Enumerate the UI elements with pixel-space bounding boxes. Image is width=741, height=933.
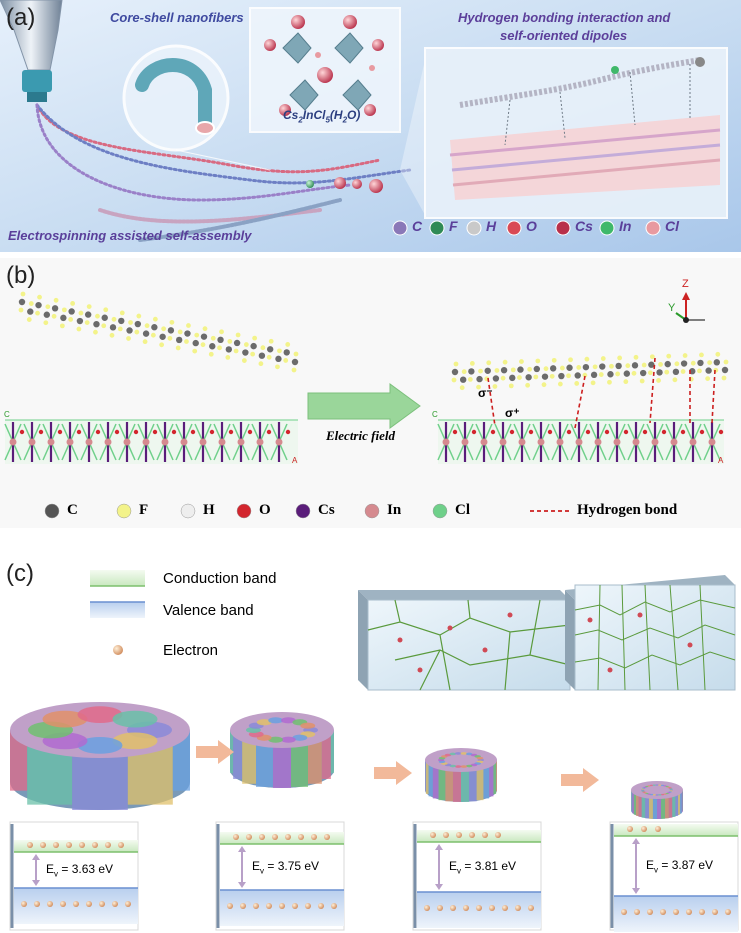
legend-vb-label: Valence band bbox=[163, 602, 254, 619]
crystal-formula: Cs2InCl5(H2O) bbox=[283, 108, 361, 125]
legend-b-label-h: H bbox=[203, 502, 215, 518]
slab-left-corner-c: C bbox=[4, 410, 10, 419]
band-diagram-2 bbox=[215, 821, 345, 931]
legend-a-label-in: In bbox=[619, 218, 632, 234]
gap-label-1: Ev = 3.63 eV bbox=[46, 862, 114, 879]
panel-c: (c) Conduction band Valence band Electro… bbox=[0, 540, 741, 933]
band-diagram-1 bbox=[9, 821, 139, 931]
legend-electron-icon bbox=[113, 645, 123, 655]
slab-right-corner-a: A bbox=[718, 456, 724, 465]
transition-arrow bbox=[561, 768, 599, 792]
legend-b-ball-in bbox=[364, 503, 380, 519]
legend-a-label-f: F bbox=[449, 218, 458, 234]
legend-b-label-f: F bbox=[139, 502, 149, 518]
polymer-chain-a bbox=[459, 57, 705, 108]
legend-b-ball-h bbox=[180, 503, 196, 519]
hydrogen-bond-lines bbox=[487, 357, 716, 429]
sigma-minus-label: σ⁻ bbox=[478, 386, 493, 400]
grain-cylinder bbox=[10, 702, 190, 810]
hbond-title-line2: self-oriented dipoles bbox=[500, 28, 628, 43]
legend-a-label-o: O bbox=[526, 218, 537, 234]
polymer-chain-right bbox=[451, 351, 729, 391]
perovskite-slab bbox=[449, 115, 721, 200]
spinneret-tip bbox=[22, 70, 52, 92]
grain-cylinders bbox=[10, 702, 683, 819]
electric-field-label: Electric field bbox=[326, 428, 395, 443]
legend-a-ball-cs bbox=[555, 220, 571, 236]
panel-a-label: (a) bbox=[6, 4, 36, 31]
legend-vb-swatch bbox=[90, 602, 145, 618]
grain-cylinder bbox=[631, 781, 683, 819]
polymer-chain-left bbox=[18, 291, 299, 373]
legend-b-ball-cl bbox=[432, 503, 448, 519]
core-shell-title: Core-shell nanofibers bbox=[110, 10, 244, 25]
band-diagrams bbox=[9, 821, 739, 932]
legend-cb-label: Conduction band bbox=[163, 570, 277, 587]
legend-a-label-cs: Cs bbox=[575, 218, 593, 234]
grain-plate-fine bbox=[565, 575, 736, 691]
electrospinning-caption: Electrospinning assisted self-assembly bbox=[8, 228, 252, 243]
legend-b-ball-c bbox=[44, 503, 60, 519]
legend-a-label-c: C bbox=[412, 218, 423, 234]
panel-a-illustration bbox=[0, 0, 741, 252]
band-diagram-3 bbox=[412, 821, 542, 931]
crystal-octahedra bbox=[264, 15, 384, 116]
legend-a-ball-o bbox=[506, 220, 522, 236]
legend-b-label-o: O bbox=[259, 502, 271, 518]
panel-b-legend-balls bbox=[44, 503, 448, 519]
legend-electron-label: Electron bbox=[163, 642, 219, 659]
legend-b-label-cs: Cs bbox=[318, 502, 335, 518]
legend-cb-swatch bbox=[90, 570, 145, 586]
gap-label-4: Ev = 3.87 eV bbox=[646, 858, 714, 875]
legend-b-label-in: In bbox=[387, 502, 402, 518]
slab-left-corner-a: A bbox=[292, 456, 298, 465]
grain-cylinder bbox=[230, 712, 334, 788]
electric-field-arrow bbox=[307, 383, 421, 429]
panel-b-label: (b) bbox=[6, 262, 36, 289]
legend-a-label-h: H bbox=[486, 218, 497, 234]
sigma-plus-label: σ⁺ bbox=[505, 406, 520, 420]
spinneret-needle-body bbox=[0, 0, 63, 71]
panel-a-legend-balls bbox=[392, 220, 661, 236]
legend-a-label-cl: Cl bbox=[665, 218, 679, 234]
legend-b-ball-cs bbox=[295, 503, 311, 519]
slab-right-corner-c: C bbox=[432, 410, 438, 419]
axis-triad bbox=[675, 292, 705, 323]
grain-plate-coarse bbox=[358, 590, 571, 691]
legend-b-ball-o bbox=[236, 503, 252, 519]
perovskite-slab-right bbox=[437, 419, 724, 464]
fiber-jets bbox=[35, 103, 412, 242]
panel-b: (b) Z Y Electric field σ⁻ σ⁺ C A C A C F H… bbox=[0, 258, 741, 528]
legend-b-label-c: C bbox=[67, 502, 78, 518]
legend-a-ball-h bbox=[466, 220, 482, 236]
legend-a-ball-cl bbox=[645, 220, 661, 236]
legend-a-ball-c bbox=[392, 220, 408, 236]
gap-label-2: Ev = 3.75 eV bbox=[252, 859, 320, 876]
panel-c-illustration bbox=[9, 570, 739, 932]
panel-b-legend: C F H O Cs In Cl bbox=[0, 502, 520, 522]
panel-a: (a) Core-shell nanofibers Cs2InCl5(H2O) … bbox=[0, 0, 741, 252]
panel-c-label: (c) bbox=[6, 560, 34, 587]
hbond-title-line1: Hydrogen bonding interaction and bbox=[458, 10, 671, 25]
transition-arrow bbox=[196, 740, 234, 764]
panel-a-legend: C F H O Cs In Cl bbox=[392, 218, 737, 238]
axis-y-label: Y bbox=[668, 302, 676, 314]
legend-a-ball-f bbox=[429, 220, 445, 236]
grain-cylinder bbox=[425, 748, 497, 802]
legend-b-label-cl: Cl bbox=[455, 502, 470, 518]
legend-b-ball-f bbox=[116, 503, 132, 519]
band-diagram-4 bbox=[609, 821, 739, 932]
gap-label-3: Ev = 3.81 eV bbox=[449, 859, 517, 876]
legend-a-ball-in bbox=[599, 220, 615, 236]
perovskite-slab-left bbox=[4, 419, 298, 464]
transition-arrow bbox=[374, 761, 412, 785]
axis-z-label: Z bbox=[682, 278, 689, 290]
hbond-legend-label: Hydrogen bond bbox=[577, 502, 678, 518]
panel-b-illustration bbox=[0, 258, 741, 528]
